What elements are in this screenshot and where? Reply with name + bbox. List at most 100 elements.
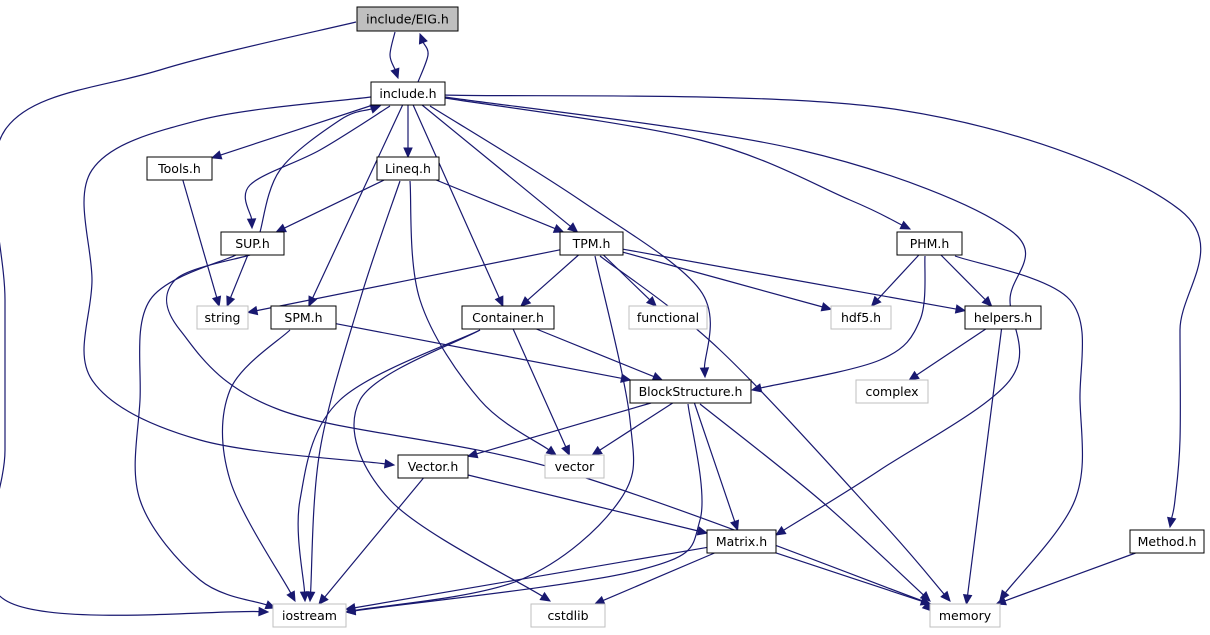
arrowhead-icon [954,304,967,314]
arrowhead-icon [567,222,579,233]
edge-eig-to-include [389,31,400,80]
edge-tpm-to-memory [599,255,951,602]
edge-line [599,255,945,595]
node-vector_h[interactable]: Vector.h [397,454,469,479]
node-label: SUP.h [235,236,270,251]
node-method[interactable]: Method.h [1129,529,1205,554]
node-box [855,379,929,404]
edge-container-to-cstdlib [353,329,552,602]
edge-line [256,249,561,312]
edge-line [353,329,543,597]
edge-lineq-to-iostream [305,180,401,603]
edge-line [699,403,924,596]
edge-matrix-to-cstdlib [593,552,715,605]
arrowhead-icon [369,104,382,114]
arrowhead-icon [651,372,664,381]
node-label: hdf5.h [841,310,881,325]
arrowhead-icon [211,295,222,308]
node-sup[interactable]: SUP.h [220,231,285,256]
edge-line [244,105,391,220]
node-container[interactable]: Container.h [461,305,555,330]
arrowhead-icon [561,444,570,457]
node-label: SPM.h [284,310,322,325]
node-tools[interactable]: Tools.h [146,156,213,181]
node-box [896,231,963,256]
arrowhead-icon [286,590,296,603]
edge-line [603,552,715,602]
arrowhead-icon [995,596,1007,606]
node-hdf5: hdf5.h [830,305,892,330]
node-label: Vector.h [408,459,459,474]
edge-tpm-to-string [246,249,561,316]
edge-tpm-to-hdf5 [622,251,833,312]
arrowhead-icon [258,606,270,617]
node-matrix[interactable]: Matrix.h [706,529,777,554]
edge-lineq-to-sup [275,179,385,233]
edge-include-to-vector_h [83,96,396,469]
edge-container-to-iostream [297,329,481,603]
node-box [964,305,1042,330]
node-label: include/EIG.h [366,12,449,27]
node-box [356,6,459,32]
node-box [559,231,624,256]
edge-line [954,255,1084,594]
node-lineq[interactable]: Lineq.h [376,156,440,181]
arrowhead-icon [620,373,632,383]
node-phm[interactable]: PHM.h [896,231,963,256]
node-box [146,156,213,181]
node-label: TPM.h [572,236,611,251]
edge-line [389,31,396,70]
edge-line [354,403,703,612]
arrowhead-icon [962,593,973,606]
edge-include-to-method [444,94,1202,529]
node-eig[interactable]: include/EIG.h [356,6,459,32]
edge-line [0,21,357,616]
arrowhead-icon [552,223,565,233]
arrowhead-icon [299,591,310,603]
edge-line [599,402,674,451]
node-cstdlib: cstdlib [530,603,606,628]
edge-line [220,104,374,156]
arrowhead-icon [275,223,287,233]
edge-line [165,254,949,612]
edge-tools-to-string [182,179,222,308]
edge-line [259,108,372,233]
edge-line [940,254,986,301]
node-tpm[interactable]: TPM.h [559,231,624,256]
arrowhead-icon [210,150,223,160]
arrowhead-icon [1167,516,1177,529]
edge-line [760,255,926,389]
node-box [628,305,708,330]
node-label: Tools.h [157,161,201,176]
edge-method-to-memory [995,552,1136,606]
edge-layer [0,21,1202,617]
edge-line [182,179,218,298]
node-blockstructure[interactable]: BlockStructure.h [629,379,752,404]
arrowhead-icon [383,459,396,469]
arrowhead-icon [870,295,882,307]
edge-include-to-container [412,104,504,308]
edge-line [444,97,903,226]
edge-spm-to-iostream [221,329,296,603]
node-box [461,305,555,330]
arrowhead-icon [908,370,920,381]
edge-helpers-to-memory [962,328,1003,606]
node-box [1129,529,1205,554]
arrowhead-icon [305,591,316,603]
node-spm[interactable]: SPM.h [270,305,337,330]
node-helpers[interactable]: helpers.h [964,305,1042,330]
node-box [272,603,347,628]
node-include[interactable]: include.h [370,81,446,106]
edge-line [312,104,404,299]
edge-include-to-phm [444,97,912,230]
edge-include-to-matrix [444,96,1027,536]
node-label: string [205,310,241,325]
arrowhead-icon [226,295,236,308]
edge-include-to-tools [210,104,374,160]
edge-line [467,474,699,532]
edge-blockstructure-to-memory [699,403,931,602]
edge-line [602,254,651,301]
edge-vector_h-to-iostream [318,477,424,605]
edge-line [1004,552,1136,602]
arrowhead-icon [774,525,787,536]
